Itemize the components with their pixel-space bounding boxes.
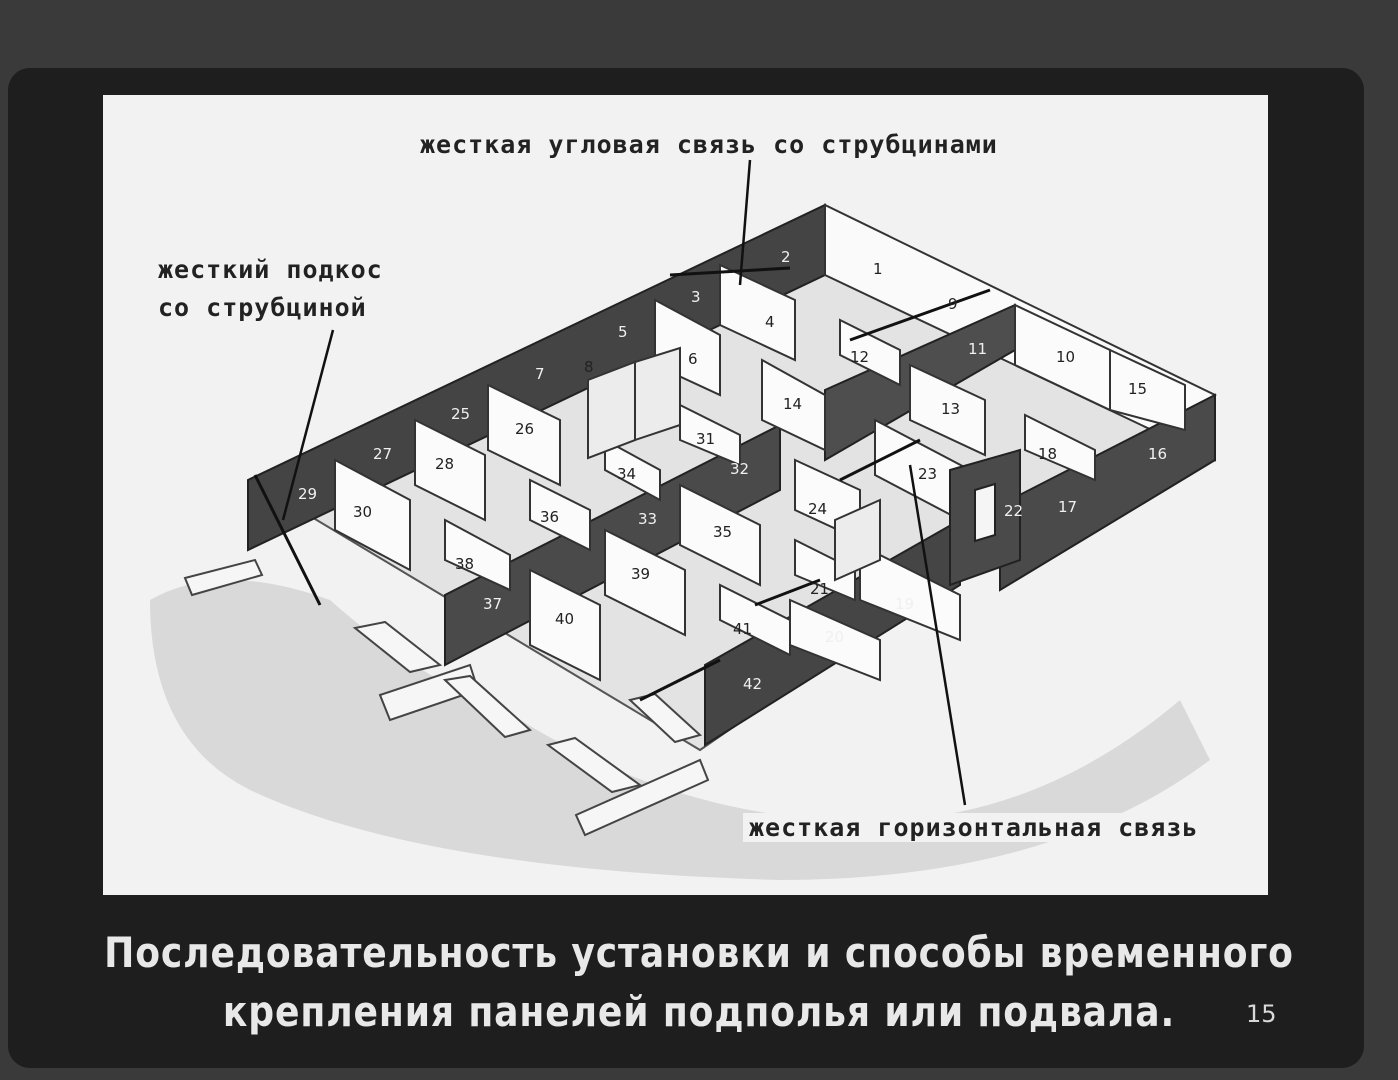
panel-number-34: 34 xyxy=(617,465,637,483)
caption-line2: крепления панелей подполья или подвала. xyxy=(222,987,1176,1036)
panel-number-16: 16 xyxy=(1148,445,1168,463)
panel-number-36: 36 xyxy=(540,508,560,526)
brick-pillars xyxy=(587,346,881,582)
panel-number-24: 24 xyxy=(808,500,828,518)
corner-tie-label: жесткая угловая связь со струбцинами xyxy=(420,130,998,159)
panel-number-15: 15 xyxy=(1128,380,1148,398)
horizontal-tie-label: жесткая горизонтальная связь xyxy=(743,813,1205,842)
panel-number-11: 11 xyxy=(968,340,988,358)
panel-number-9: 9 xyxy=(948,295,958,313)
panel-number-38: 38 xyxy=(455,555,475,573)
panel-number-12: 12 xyxy=(850,348,870,366)
panel-number-33: 33 xyxy=(638,510,658,528)
panel-number-29: 29 xyxy=(298,485,318,503)
panel-number-7: 7 xyxy=(535,365,545,383)
door-opening xyxy=(974,482,996,543)
panel-number-39: 39 xyxy=(631,565,651,583)
panel-number-1: 1 xyxy=(873,260,883,278)
panel-number-23: 23 xyxy=(918,465,938,483)
panel-number-14: 14 xyxy=(783,395,803,413)
panel-number-40: 40 xyxy=(555,610,575,628)
panel-number-19: 19 xyxy=(895,595,915,613)
panel-number-4: 4 xyxy=(765,313,775,331)
brace-label-line2: со струбциной xyxy=(158,293,367,322)
ground-shadow xyxy=(150,580,1210,880)
panel-number-31: 31 xyxy=(696,430,716,448)
ties xyxy=(253,266,991,702)
building-diagram xyxy=(150,159,1217,880)
panel-number-13: 13 xyxy=(941,400,961,418)
panel-number-27: 27 xyxy=(373,445,393,463)
panel-number-3: 3 xyxy=(691,288,701,306)
panel-number-18: 18 xyxy=(1038,445,1058,463)
slide-number: 15 xyxy=(1246,1000,1277,1028)
foundation-beams xyxy=(183,558,710,837)
panel-number-21: 21 xyxy=(810,580,830,598)
panel-number-28: 28 xyxy=(435,455,455,473)
panel-number-20: 20 xyxy=(825,628,845,646)
panel-number-41: 41 xyxy=(733,620,753,638)
panel-number-10: 10 xyxy=(1056,348,1076,366)
panel-number-17: 17 xyxy=(1058,498,1078,516)
panel-number-35: 35 xyxy=(713,523,733,541)
panel-number-42: 42 xyxy=(743,675,763,693)
panel-number-26: 26 xyxy=(515,420,535,438)
panel-number-30: 30 xyxy=(353,503,373,521)
panel-number-22: 22 xyxy=(1004,502,1024,520)
panel-number-25: 25 xyxy=(451,405,471,423)
caption-line1: Последовательность установки и способы в… xyxy=(104,928,1294,977)
panel-number-8: 8 xyxy=(584,358,594,376)
panel-number-32: 32 xyxy=(730,460,750,478)
panel-number-2: 2 xyxy=(781,248,791,266)
panel-number-6: 6 xyxy=(688,350,698,368)
leader-lines xyxy=(281,159,967,806)
brace-label-line1: жесткий подкос xyxy=(158,255,383,284)
drawing-panel: жесткая угловая связь со струбцинами жес… xyxy=(103,95,1268,895)
panel-number-5: 5 xyxy=(618,323,628,341)
panel-number-37: 37 xyxy=(483,595,503,613)
